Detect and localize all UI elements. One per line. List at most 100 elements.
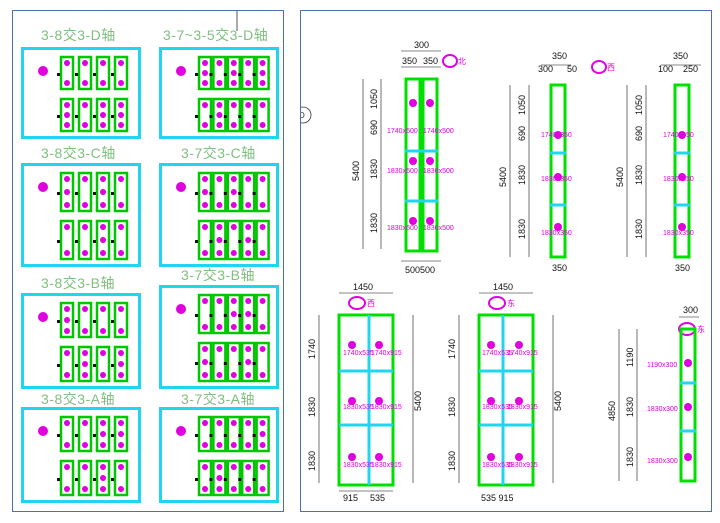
thumb-column bbox=[77, 415, 93, 453]
thumb-bolt bbox=[259, 250, 266, 256]
thumb-bolt bbox=[64, 328, 70, 334]
d3-left-3: 1830 bbox=[634, 165, 644, 185]
thumb-bolt bbox=[100, 442, 106, 448]
thumb-bolt bbox=[118, 486, 124, 492]
thumb-dim-tick bbox=[57, 434, 60, 437]
d3-left-4: 1830 bbox=[634, 219, 644, 239]
thumb-dim-tick bbox=[223, 362, 227, 365]
thumb-bolt bbox=[64, 486, 70, 492]
d1-label-2b: 1830x500 bbox=[423, 168, 454, 175]
thumb-bolt bbox=[118, 250, 124, 256]
d6-label-3: 1830x300 bbox=[647, 458, 678, 465]
thumb-dim-tick bbox=[57, 73, 60, 76]
thumb-bolt bbox=[230, 80, 237, 86]
d3-top-b: 250 bbox=[683, 64, 698, 74]
thumb-dim-tick bbox=[195, 434, 198, 437]
d2-compass-label: 西 bbox=[607, 63, 615, 72]
thumb-bolt bbox=[100, 102, 106, 108]
thumb-bolt bbox=[230, 311, 237, 317]
thumb-dim-tick bbox=[75, 192, 78, 195]
thumb-bolt bbox=[259, 420, 266, 426]
d1-column-left bbox=[404, 77, 422, 253]
thumb-bolt bbox=[202, 420, 208, 426]
thumb-dim-tick bbox=[93, 73, 96, 76]
thumb-bolt bbox=[82, 372, 88, 378]
thumb-bolt bbox=[82, 442, 88, 448]
thumb-bolt bbox=[100, 486, 106, 492]
thumb-column bbox=[255, 341, 270, 383]
d2-bottom: 350 bbox=[552, 263, 567, 273]
thumb-bolt bbox=[259, 298, 266, 304]
thumb-bolt bbox=[245, 224, 252, 230]
frame-3-7-3-A bbox=[159, 407, 279, 503]
thumb-dim-tick bbox=[209, 192, 213, 195]
thumb-dim-tick bbox=[75, 434, 78, 437]
d5-label-6: 1830x915 bbox=[507, 462, 538, 469]
detail-drawings-svg: D 300 350 350 北 5400 1050 690 1830 1830 … bbox=[301, 40, 705, 503]
thumb-bolt bbox=[216, 122, 223, 128]
thumb-column bbox=[59, 415, 75, 453]
title-3-8-3-B: 3-8交3-B轴 bbox=[41, 275, 116, 291]
thumb-bolt bbox=[64, 464, 70, 470]
thumb-bolt bbox=[259, 442, 266, 448]
thumb-bolt bbox=[202, 122, 208, 128]
thumb-bolt bbox=[202, 224, 208, 230]
thumb-bolt bbox=[230, 60, 237, 66]
thumb-bolt bbox=[82, 224, 88, 230]
thumb-corner-bolt bbox=[38, 312, 48, 322]
thumb-column bbox=[95, 301, 111, 339]
thumb-bolt bbox=[216, 442, 223, 448]
thumb-column bbox=[255, 97, 270, 133]
thumb-bolt bbox=[82, 361, 88, 367]
thumb-bolt bbox=[245, 176, 252, 182]
thumb-bolt bbox=[259, 176, 266, 182]
thumb-bolt bbox=[230, 224, 237, 230]
d1-left-3: 1830 bbox=[369, 159, 379, 179]
thumb-dim-tick bbox=[75, 73, 78, 76]
thumb-bolt bbox=[118, 350, 124, 356]
thumb-bolt bbox=[64, 420, 70, 426]
thumb-dim-tick bbox=[195, 192, 198, 195]
thumb-bolt bbox=[216, 80, 223, 86]
thumb-column bbox=[255, 55, 270, 91]
thumb-bolt bbox=[245, 298, 252, 304]
thumb-bolt bbox=[82, 250, 88, 256]
thumb-bolt bbox=[64, 317, 70, 323]
d1-bottom: 500500 bbox=[405, 265, 435, 275]
thumb-bolt bbox=[100, 328, 106, 334]
frame-3-8-3-D bbox=[21, 47, 141, 139]
thumb-bolt bbox=[259, 202, 266, 208]
thumb-bolt bbox=[216, 372, 223, 378]
thumb-column bbox=[113, 97, 129, 133]
thumb-bolt bbox=[82, 102, 88, 108]
thumb-dim-tick bbox=[252, 362, 256, 365]
thumb-bolt bbox=[202, 189, 208, 195]
thumb-bolt bbox=[245, 80, 252, 86]
thumb-corner-bolt bbox=[176, 66, 186, 76]
d2-left-total: 5400 bbox=[498, 167, 508, 187]
d3-bottom: 350 bbox=[675, 263, 690, 273]
thumb-column bbox=[255, 415, 270, 453]
d2-top-total: 350 bbox=[552, 51, 567, 61]
anchor-bolt-mark bbox=[684, 359, 692, 367]
anchor-bolt-mark bbox=[375, 453, 383, 461]
d3-left-total: 5400 bbox=[615, 167, 625, 187]
d1-label-2a: 1830x500 bbox=[387, 168, 418, 175]
thumb-bolt bbox=[82, 202, 88, 208]
thumb-bolt bbox=[100, 475, 106, 481]
title-3-7-3-C: 3-7交3-C轴 bbox=[181, 145, 256, 161]
thumb-bolt bbox=[118, 328, 124, 334]
thumb-dim-tick bbox=[223, 192, 227, 195]
thumb-dim-tick bbox=[209, 73, 213, 76]
thumb-dim-tick bbox=[111, 320, 114, 323]
thumb-bolt bbox=[259, 324, 266, 330]
thumb-dim-tick bbox=[111, 73, 114, 76]
thumb-column bbox=[113, 301, 129, 339]
thumb-bolt bbox=[64, 112, 70, 118]
thumb-dim-tick bbox=[223, 434, 227, 437]
thumb-bolt bbox=[118, 122, 124, 128]
thumb-dim-tick bbox=[209, 314, 213, 317]
thumb-bolt bbox=[118, 372, 124, 378]
d5-top: 1450 bbox=[493, 282, 513, 292]
thumb-column bbox=[59, 301, 75, 339]
